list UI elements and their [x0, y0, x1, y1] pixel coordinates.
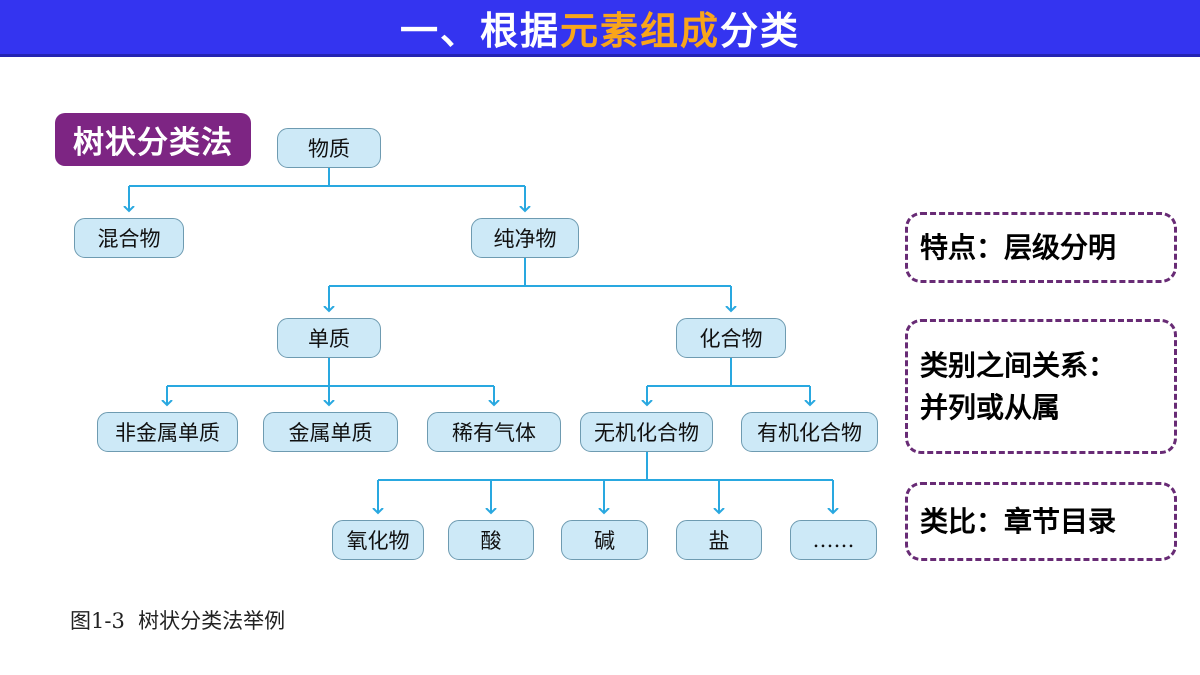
slide-title-prefix: 一、根据 [399, 10, 560, 53]
node-pure-substance: 纯净物 [471, 218, 579, 258]
slide-title-highlight: 元素组成 [559, 10, 720, 53]
node-nonmetal-element: 非金属单质 [97, 412, 238, 452]
node-organic-compound: 有机化合物 [741, 412, 878, 452]
note-feature-text: 特点：层级分明 [920, 231, 1117, 263]
note-feature: 特点：层级分明 [905, 212, 1177, 283]
node-base: 碱 [561, 520, 648, 560]
node-metal-element: 金属单质 [263, 412, 398, 452]
node-mixture: 混合物 [74, 218, 184, 258]
slide-title: 一、根据元素组成分类 [400, 0, 800, 55]
note-relationship-line2: 并列或从属 [920, 391, 1061, 423]
note-relationship: 类别之间关系： 并列或从属 [905, 319, 1177, 454]
note-analogy: 类比：章节目录 [905, 482, 1177, 561]
note-relationship-line1: 类别之间关系： [920, 349, 1117, 381]
node-inorganic-compound: 无机化合物 [580, 412, 713, 452]
node-noble-gas: 稀有气体 [427, 412, 561, 452]
slide-title-suffix: 分类 [720, 10, 801, 53]
note-analogy-text: 类比：章节目录 [920, 505, 1117, 537]
node-salt: 盐 [676, 520, 762, 560]
figure-caption: 图1-3 树状分类法举例 [70, 609, 286, 633]
node-ellipsis: …… [790, 520, 877, 560]
node-oxide: 氧化物 [332, 520, 424, 560]
method-label: 树状分类法 [55, 113, 251, 166]
node-compound: 化合物 [676, 318, 786, 358]
node-substance: 物质 [277, 128, 381, 168]
node-acid: 酸 [448, 520, 534, 560]
slide-header-bar: 一、根据元素组成分类 [0, 0, 1200, 57]
node-element: 单质 [277, 318, 381, 358]
